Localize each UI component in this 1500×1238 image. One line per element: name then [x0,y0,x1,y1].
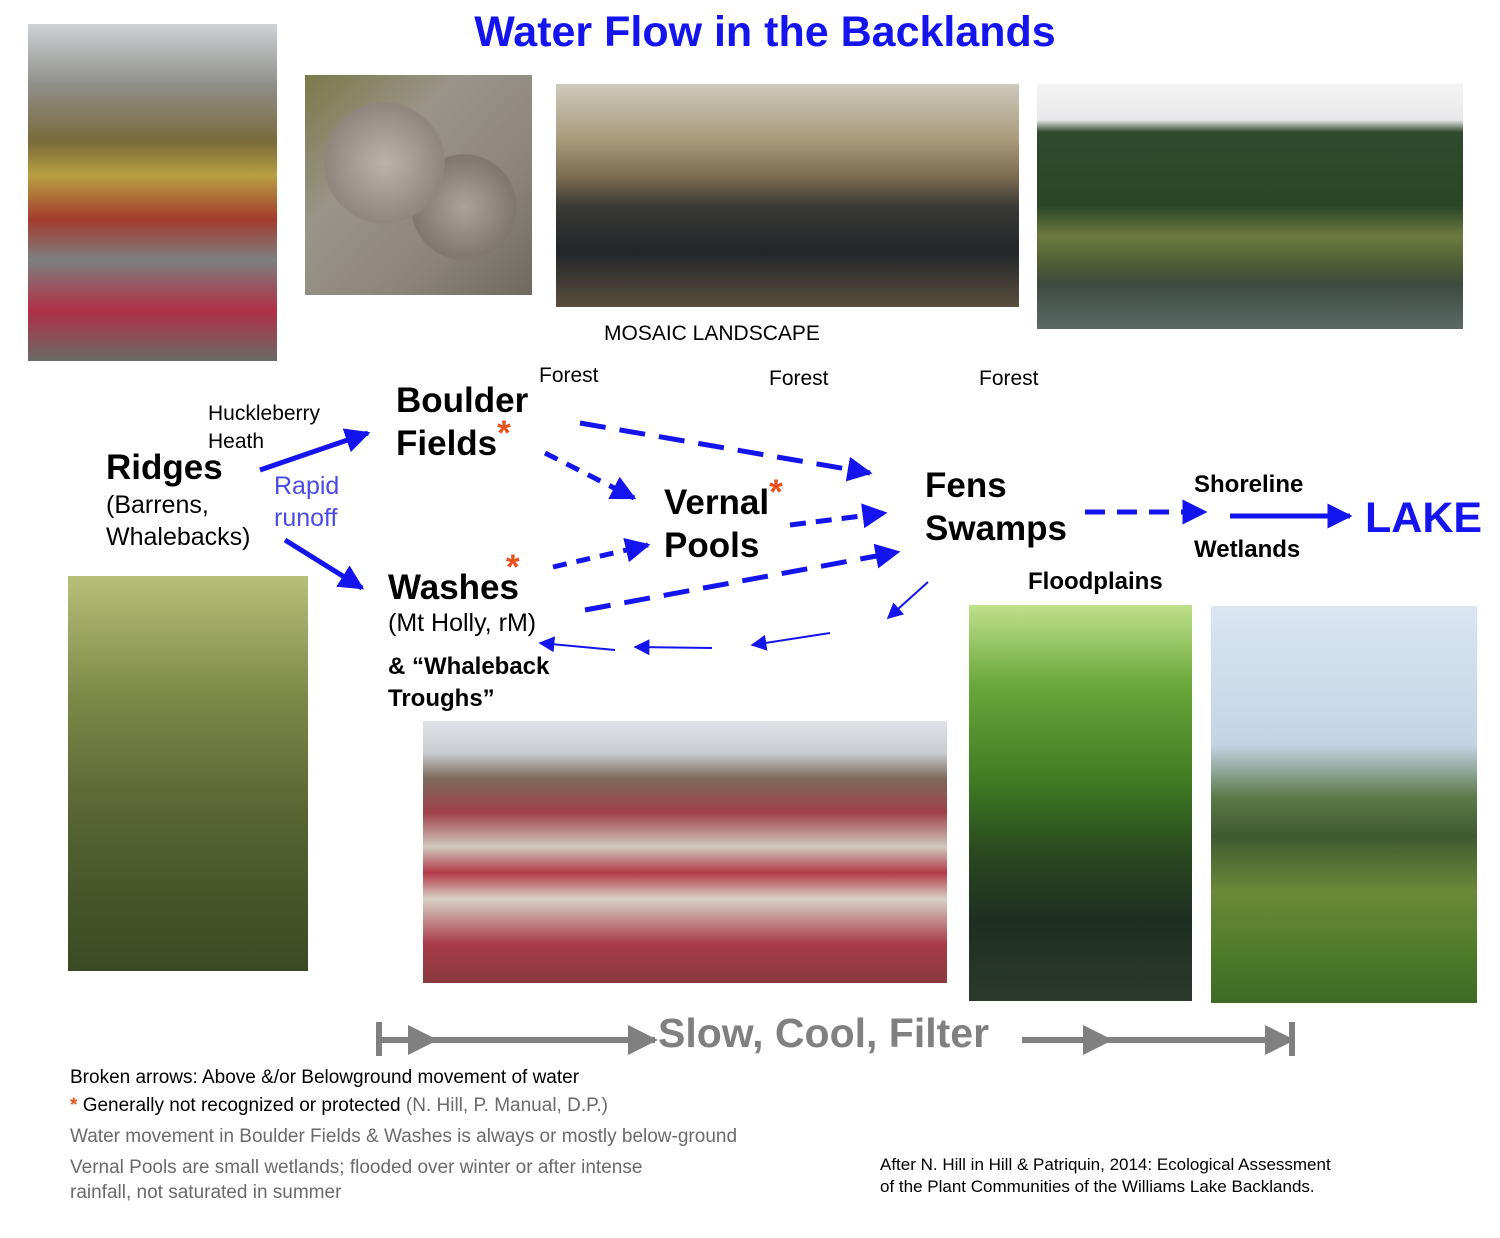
lake-shore-photo [1037,83,1463,329]
arrow-ridges-to-boulder [259,428,371,473]
arrow-washes-to-vernal [552,537,651,570]
washes-node: Washes* [388,548,520,607]
ridges-node: Ridges (Barrens, Whalebacks) [106,446,251,553]
arrow-ridges-to-washes [283,537,365,591]
forest-thicket-photo [68,576,308,971]
scale-bar-label: Slow, Cool, Filter [658,1010,990,1056]
ridges-detail-2: Whalebacks) [106,523,251,551]
fens-swamps-node: Fens Swamps [925,466,1067,548]
arrow-return-1 [886,581,929,620]
floodplain-photo [969,605,1192,1001]
ridges-label: Ridges [106,448,223,487]
legend-asterisk: * [70,1095,78,1116]
arrow-boulder-to-vernal [543,450,637,501]
rapid-runoff-label: Rapid runoff [274,472,340,532]
forest-label-3: Forest [979,367,1039,390]
vernal-pools-node: Vernal* Pools [664,473,783,565]
asterisk-vernal: * [769,473,783,512]
arrow-return-2 [750,632,831,651]
forest-label-1: Forest [539,364,599,387]
legend-line-4a: Vernal Pools are small wetlands; flooded… [70,1157,643,1178]
legend-line-2: * Generally not recognized or protected … [70,1095,608,1116]
boulder-field-photo [305,75,532,295]
washes-detail: (Mt Holly, rM) [388,609,537,637]
legend-line-1: Broken arrows: Above &/or Belowground mo… [70,1067,580,1088]
boulder-fields-node: Boulder Fields* [396,381,529,463]
wetland-photo [1211,606,1477,1003]
whaleback-troughs-label: & “Whaleback Troughs” [388,653,550,712]
floodplains-label: Floodplains [1028,568,1163,595]
ridge-photo [28,24,277,361]
shoreline-label: Shoreline [1194,471,1304,498]
arrow-vernal-to-fens [789,503,888,529]
ridges-detail-1: (Barrens, [106,491,209,519]
lake-node: LAKE [1365,494,1483,542]
legend-line-4b: rainfall, not saturated in summer [70,1182,342,1203]
citation: After N. Hill in Hill & Patriquin, 2014:… [880,1155,1331,1196]
arrow-boulder-to-fens [579,420,873,482]
arrow-washes-to-fens [584,543,901,613]
legend-line-3: Water movement in Boulder Fields & Washe… [70,1126,738,1147]
arrow-return-3 [633,639,713,656]
wetlands-label: Wetlands [1194,536,1301,563]
asterisk-boulder: * [497,414,511,453]
vernal-pool-photo [556,84,1019,307]
huckleberry-label: Huckleberry Heath [208,402,321,453]
diagram-title: Water Flow in the Backlands [474,8,1056,56]
whaleback-barrens-photo [423,721,947,983]
asterisk-washes: * [506,548,520,587]
mosaic-landscape-label: MOSAIC LANDSCAPE [604,322,820,345]
arrow-return-4 [538,636,616,653]
forest-label-2: Forest [769,367,829,390]
legend: Broken arrows: Above &/or Belowground mo… [70,1065,737,1205]
